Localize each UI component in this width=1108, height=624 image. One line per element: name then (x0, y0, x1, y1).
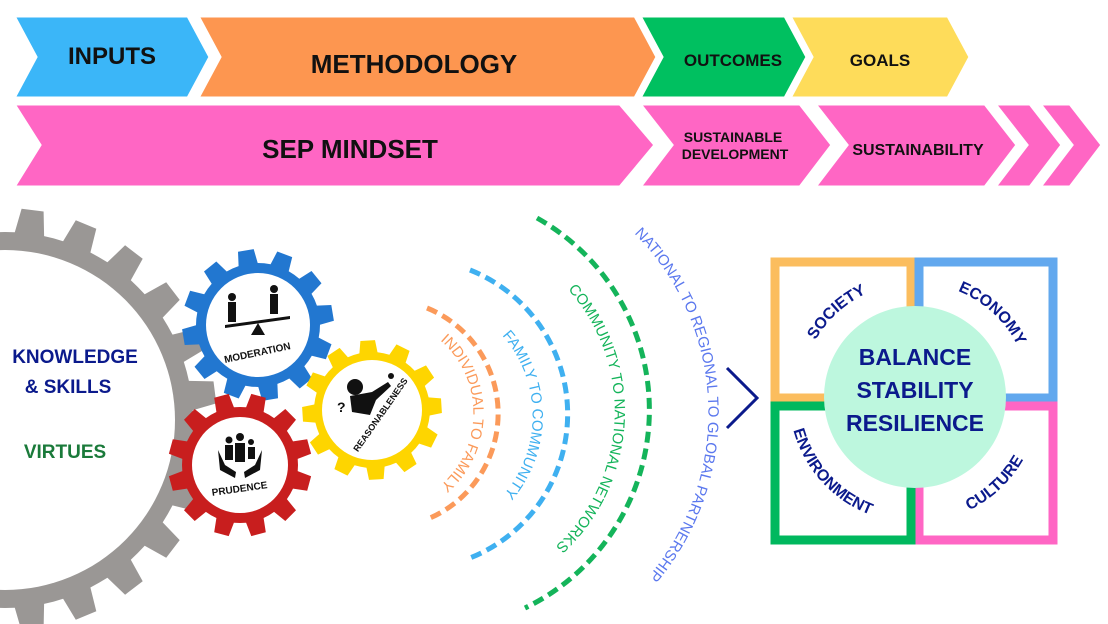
chevron-sustainability: SUSTAINABILITY (811, 102, 1019, 189)
arc-text-family: FAMILY TO COMMUNITY (499, 327, 546, 502)
skills-label: & SKILLS (25, 377, 112, 398)
idea-person-icon: ? (337, 373, 394, 415)
arc-text-individual: INDIVIDUAL TO FAMILY (437, 331, 486, 495)
chevron-outcomes: OUTCOMES (637, 14, 809, 100)
svg-text:?: ? (337, 399, 346, 415)
goals-label: GOALS (850, 51, 910, 70)
resilience-label: RESILIENCE (846, 410, 984, 436)
arc-text-national: NATIONAL TO REGIONAL TO GLOBAL PARTNERSH… (631, 224, 721, 585)
arc-family (469, 267, 571, 561)
center-circle (824, 306, 1006, 488)
chevron-sustainable-development: SUSTAINABLE DEVELOPMENT (636, 102, 834, 189)
chevron-small-2 (1036, 102, 1104, 189)
chevron-small-1 (991, 102, 1064, 189)
chevron-methodology: METHODOLOGY (195, 14, 659, 100)
chevron-inputs: INPUTS (11, 14, 212, 100)
stability-label: STABILITY (856, 377, 973, 403)
development-label: DEVELOPMENT (682, 146, 789, 162)
chevron-goals: GOALS (787, 14, 972, 100)
knowledge-label: KNOWLEDGE (12, 347, 138, 368)
sustainability-label: SUSTAINABILITY (852, 142, 984, 159)
arc-text-community: COMMUNITY TO NATIONAL NETWORKS (553, 281, 628, 556)
big-gear-center (0, 250, 175, 590)
inputs-label: INPUTS (68, 43, 156, 70)
virtues-label: VIRTUES (24, 442, 106, 463)
sustainable-label: SUSTAINABLE (684, 129, 783, 145)
balance-label: BALANCE (859, 344, 971, 370)
arc-community (523, 215, 652, 611)
arc-individual (426, 305, 501, 521)
chevron-sep-mindset: SEP MINDSET (11, 102, 657, 189)
family-hands-icon (218, 433, 262, 478)
outcomes-label: OUTCOMES (684, 51, 782, 70)
methodology-label: METHODOLOGY (311, 49, 518, 79)
seesaw-icon (225, 285, 290, 335)
chevron-right-icon (725, 366, 760, 430)
sep-mindset-label: SEP MINDSET (262, 134, 438, 164)
